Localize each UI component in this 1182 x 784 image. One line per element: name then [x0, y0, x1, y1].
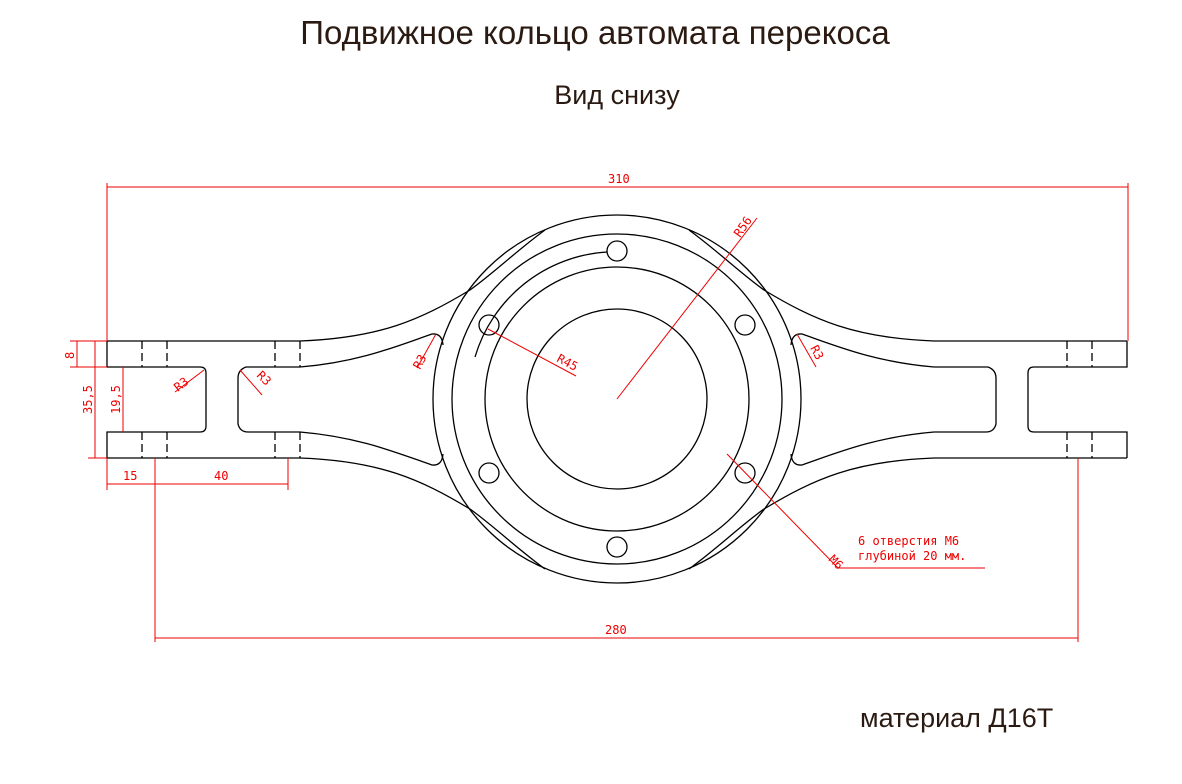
view-subtitle: Вид снизу [554, 80, 680, 110]
dim-outer-radius: R56 [731, 214, 755, 240]
dim-fillet-4: R3 [807, 343, 826, 362]
bolt-hole [478, 462, 500, 484]
bolt-holes [478, 240, 756, 558]
bolt-hole [734, 314, 756, 336]
dim-fillet-3: R3 [410, 352, 429, 371]
material-label: материал Д16Т [860, 703, 1054, 733]
note-line-2: глубиной 20 мм. [858, 549, 966, 563]
bolt-hole [606, 536, 628, 558]
dim-bolt-circle-radius: R45 [555, 351, 581, 374]
right-arm [688, 229, 1128, 570]
dim-edge-to-hole: 15 [123, 469, 137, 483]
partial-arc [474, 251, 608, 358]
dim-hole-to-hole: 40 [214, 469, 228, 483]
bolt-hole [734, 462, 756, 484]
drawing-title: Подвижное кольцо автомата перекоса [300, 14, 890, 51]
dimensions: 310 280 15 40 8 35,5 19,5 R3 R3 R3 R3 R5… [63, 172, 1129, 642]
dim-overall-width: 310 [608, 172, 630, 186]
dim-hole-spacing: 280 [605, 623, 627, 637]
dim-hole-thread: M6 [826, 552, 846, 572]
dim-fillet-2: R3 [254, 368, 274, 388]
dim-end-height: 35,5 [81, 385, 95, 414]
bolt-hole [606, 240, 628, 262]
ring-3 [484, 266, 750, 532]
ring-2 [451, 233, 783, 565]
center-bore [526, 308, 708, 490]
dim-flange-thickness: 8 [63, 352, 77, 359]
dim-slot-height: 19,5 [109, 385, 123, 414]
dim-fillet-1: R3 [171, 374, 191, 394]
left-arm [106, 229, 546, 570]
outer-ring [432, 214, 802, 584]
part-outline [106, 214, 1128, 584]
bolt-hole [478, 314, 500, 336]
note-line-1: 6 отверстия М6 [858, 534, 959, 548]
